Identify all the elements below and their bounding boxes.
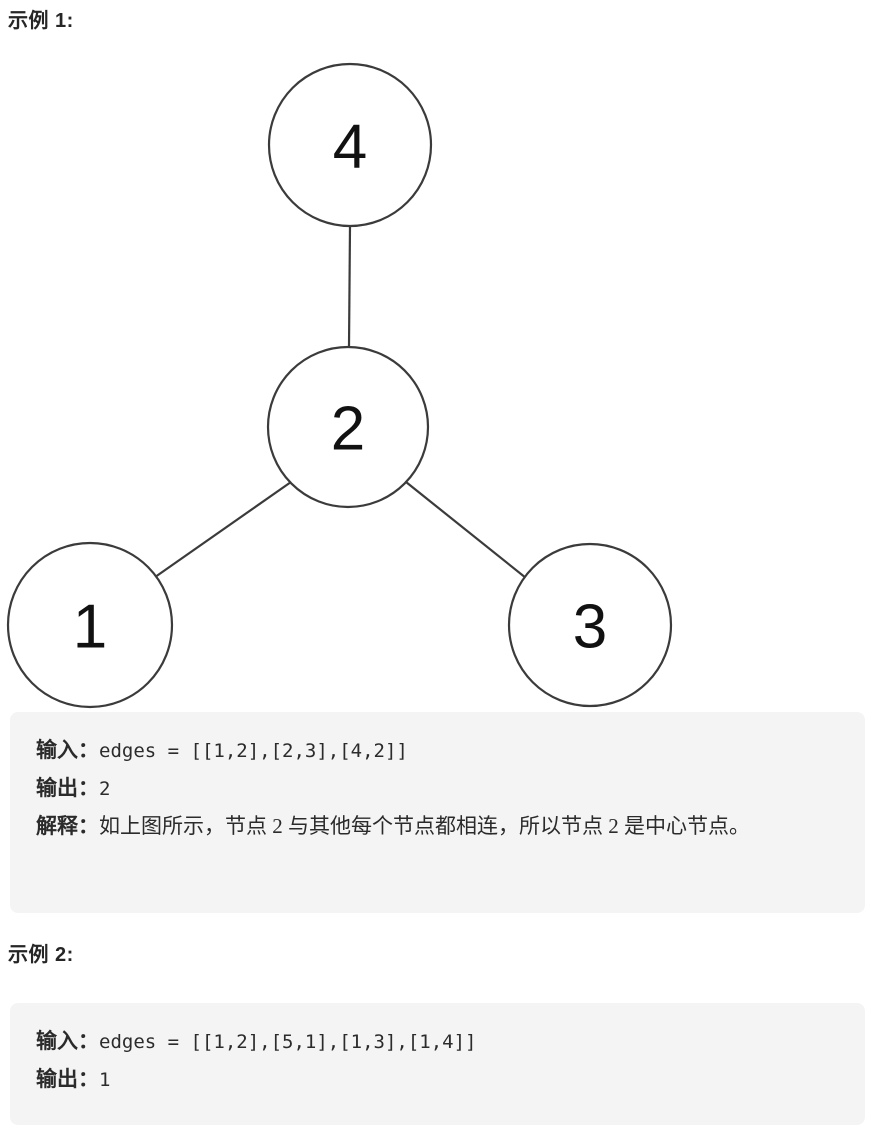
- example-2-heading: 示例 2:: [8, 944, 74, 966]
- code-line-output: 输出：1: [36, 1061, 839, 1099]
- code-label-explanation: 解释：: [36, 814, 99, 838]
- node-4-label: 4: [333, 113, 367, 182]
- node-2-circle[interactable]: [266, 345, 430, 509]
- graph-diagram: 4 2 1 3: [0, 48, 700, 718]
- code-label-input: 输入：: [36, 738, 99, 762]
- code-label-input: 输入：: [36, 1029, 99, 1053]
- edge-4-2: [347, 225, 352, 348]
- code-label-output: 输出：: [36, 1067, 99, 1091]
- code-value-input: edges = [[1,2],[2,3],[4,2]]: [99, 740, 408, 762]
- node-1-label: 1: [73, 593, 107, 662]
- code-label-output: 输出：: [36, 776, 99, 800]
- code-line-output: 输出：2: [36, 770, 839, 808]
- code-value-output: 1: [99, 1069, 111, 1091]
- code-value-explanation: 如上图所示，节点 2 与其他每个节点都相连，所以节点 2 是中心节点。: [99, 814, 750, 838]
- example-1-code-block: 输入：edges = [[1,2],[2,3],[4,2]] 输出：2 解释：如…: [10, 712, 865, 913]
- code-line-explanation: 解释：如上图所示，节点 2 与其他每个节点都相连，所以节点 2 是中心节点。: [36, 808, 839, 845]
- edge-2-3: [405, 481, 532, 583]
- code-value-input: edges = [[1,2],[5,1],[1,3],[1,4]]: [99, 1031, 477, 1053]
- node-1[interactable]: 1: [6, 541, 174, 709]
- node-3-label: 3: [573, 593, 607, 662]
- node-1-circle[interactable]: [6, 541, 174, 709]
- node-2-label: 2: [331, 395, 365, 464]
- node-2[interactable]: 2: [266, 345, 430, 509]
- code-value-output: 2: [99, 778, 111, 800]
- node-4[interactable]: 4: [267, 62, 433, 228]
- code-line-input: 输入：edges = [[1,2],[2,3],[4,2]]: [36, 732, 839, 770]
- example-1-heading: 示例 1:: [8, 10, 74, 32]
- graph-edges: [147, 225, 532, 583]
- node-3-circle[interactable]: [507, 542, 673, 708]
- node-4-circle[interactable]: [267, 62, 433, 228]
- graph-nodes: 4 2 1 3: [6, 62, 673, 709]
- node-3[interactable]: 3: [507, 542, 673, 708]
- edge-2-1: [147, 481, 292, 583]
- example-2-code-block: 输入：edges = [[1,2],[5,1],[1,3],[1,4]] 输出：…: [10, 1003, 865, 1125]
- code-line-input: 输入：edges = [[1,2],[5,1],[1,3],[1,4]]: [36, 1023, 839, 1061]
